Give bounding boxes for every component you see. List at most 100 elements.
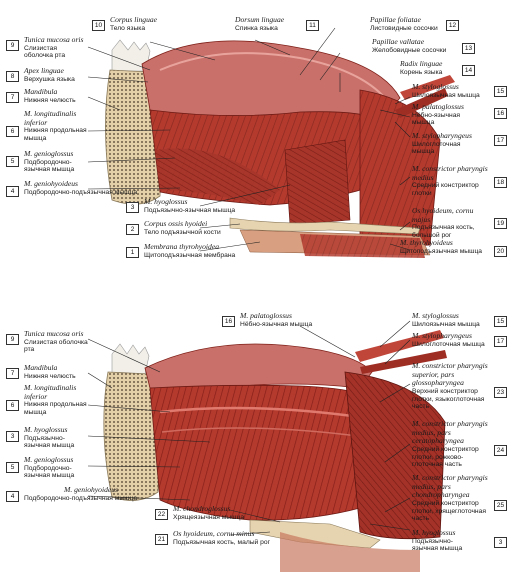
label-latin: Mandibula <box>24 87 58 96</box>
label-russian: Средний констриктор глотки, хрящеглоточн… <box>412 499 486 523</box>
label-constrictor-medius-chondropharyngea: M. constrictor pharyngis medius, pars ch… <box>412 473 492 523</box>
label-latin: M. hyoglossus <box>412 528 456 537</box>
label-russian: Подъязычно-язычная мышца <box>144 206 236 214</box>
label-number-box: 22 <box>155 509 168 520</box>
label-russian: Нижняя челюсть <box>24 96 76 104</box>
label-latin: Os hyoideum, cornu majus <box>412 206 474 224</box>
label-russian: Тело подъязычной кости <box>144 228 221 236</box>
label-number-box: 3 <box>6 431 19 442</box>
label-latin: M. genioglossus <box>24 455 74 464</box>
label-russian: Подъязычная кость, малый рог <box>173 538 271 546</box>
label-latin: Membrana thyrohyoidea <box>144 242 220 251</box>
label-latin: M. longitudinalis inferior <box>24 383 77 401</box>
label-number-box: 11 <box>306 20 319 31</box>
label-russian: Нижняя продольная мышца <box>24 127 87 142</box>
label-russian: Желобовидные сосочки <box>372 46 447 54</box>
label-latin: Apex linguae <box>24 66 64 75</box>
label-constrictor-medius-ceratopharyngea: M. constrictor pharyngis medius, pars ce… <box>412 419 492 469</box>
label-latin: M. constrictor pharyngis medius, pars ce… <box>412 419 488 446</box>
label-number-box: 17 <box>494 336 507 347</box>
label-russian: Шилоязычная мышца <box>412 91 480 99</box>
label-russian: Средний констриктор глотки, рожково-глот… <box>412 445 479 469</box>
label-russian: Листовидные сосочки <box>370 24 438 32</box>
label-number-box: 5 <box>6 462 19 473</box>
label-number-box: 17 <box>494 135 507 146</box>
label-latin: Radix linguae <box>400 59 443 68</box>
label-number-box: 1 <box>126 247 139 258</box>
label-number-box: 8 <box>6 71 19 82</box>
label-latin: Papillae vallatae <box>372 37 425 46</box>
label-latin: M. hyoglossus <box>144 197 188 206</box>
label-number-box: 19 <box>494 218 507 229</box>
label-latin: M. constrictor pharyngis medius, pars ch… <box>412 473 488 500</box>
label-latin: M. palatoglossus <box>412 102 464 111</box>
label-russian: Подъязычно-язычная мышца <box>24 434 75 450</box>
label-russian: Корень языка <box>400 68 443 76</box>
label-latin: M. stylopharyngeus <box>412 331 472 340</box>
label-latin: M. geniohyoideus <box>64 485 118 494</box>
label-number-box: 13 <box>462 43 475 54</box>
label-russian: Подъязычная кость, большой рог <box>412 224 475 239</box>
label-latin: M. palatoglossus <box>240 311 292 320</box>
label-latin: M. stylopharyngeus <box>412 131 472 140</box>
label-latin: M. styloglossus <box>412 311 459 320</box>
label-latin: M. hyoglossus <box>24 425 68 434</box>
label-number-box: 4 <box>6 186 19 197</box>
label-number-box: 3 <box>494 537 507 548</box>
label-russian: Подбородочно-язычная мышца <box>24 158 75 174</box>
label-number-box: 7 <box>6 368 19 379</box>
label-russian: Нёбно-язычная мышца <box>412 111 461 127</box>
label-latin: M. constrictor pharyngis superior, pars … <box>412 361 488 388</box>
label-number-box: 14 <box>462 65 475 76</box>
label-latin: Corpus ossis hyoidei <box>144 219 208 228</box>
tongue-lateral-illustration <box>87 27 455 258</box>
label-latin: Os hyoideum, cornu minus <box>173 529 255 538</box>
label-russian: Тело языка <box>110 24 146 32</box>
label-russian: Нижняя продольная мышца <box>24 401 87 416</box>
label-number-box: 15 <box>494 86 507 97</box>
label-number-box: 6 <box>6 400 19 411</box>
label-russian: Верхний констриктор глотки, языкоглоточн… <box>412 387 485 411</box>
label-number-box: 15 <box>494 316 507 327</box>
label-number-box: 2 <box>126 224 139 235</box>
label-russian: Спинка языка <box>235 24 278 32</box>
label-latin: M. thyrohyoideus <box>400 238 453 247</box>
label-number-box: 3 <box>126 202 139 213</box>
label-latin: Corpus linguae <box>110 15 158 24</box>
label-russian: Шилоязычная мышца <box>412 320 480 328</box>
label-russian: Верхушка языка <box>24 75 75 83</box>
label-latin: M. constrictor pharyngis medius <box>412 164 488 182</box>
label-russian: Средний констриктор глотки <box>412 182 479 197</box>
label-number-box: 24 <box>494 445 507 456</box>
label-latin: Papillae foliatae <box>370 15 421 24</box>
label-russian: Шилоглоточная мышца <box>412 140 461 156</box>
label-russian: Слизистая оболочка рта <box>24 44 66 60</box>
label-latin: M. chondroglossus <box>173 504 231 513</box>
label-russian: Подбородочно-подъязычная мышца <box>24 494 138 502</box>
label-latin: M. geniohyoideus <box>24 179 78 188</box>
